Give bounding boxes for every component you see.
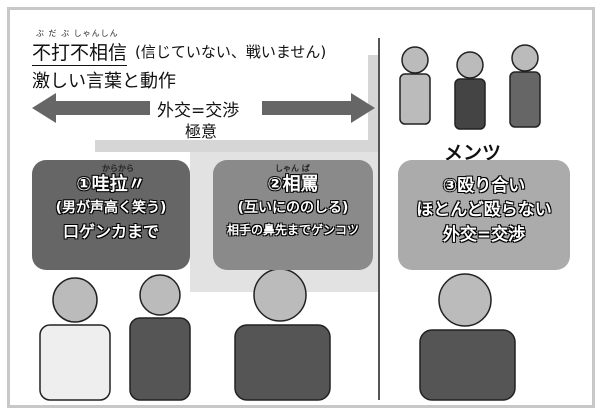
arrow-label: 外交=交渉 <box>157 101 240 121</box>
title-note: (信じていない、戦いません) <box>135 43 327 61</box>
box-1-line2: 口ゲンカまで <box>62 222 159 241</box>
people-box1-icon <box>39 274 191 401</box>
box-1-title: ①哇拉〃 <box>76 174 146 195</box>
people-top-right-icon <box>399 44 541 130</box>
box-3-title: ③殴り合い <box>442 176 526 196</box>
box-1: からから ①哇拉〃 (男が声高く笑う) 口ゲンカまで <box>32 160 190 270</box>
title-ruby: ぶ だ ぶ しゃんしん <box>36 29 119 38</box>
divider-line <box>378 38 380 400</box>
box-3-line2: 外交=交渉 <box>442 224 526 245</box>
box-2: しゃん ば ②相罵 (互いにののしる) 相手の鼻先までゲンコツ <box>213 160 373 270</box>
box-1-line1: (男が声高く笑う) <box>55 199 167 216</box>
gray-band-horizontal <box>95 140 380 152</box>
people-box3-icon <box>419 273 516 401</box>
arrow-sublabel: 極意 <box>185 122 218 141</box>
box-2-title: ②相罵 <box>267 174 319 195</box>
box-2-line1: (互いにののしる) <box>237 199 349 216</box>
mentsu-label: メンツ <box>444 142 502 164</box>
box-2-line2: 相手の鼻先までゲンコツ <box>226 223 359 237</box>
box-3: ③殴り合い ほとんど殴らない 外交=交渉 <box>398 160 570 270</box>
box-1-ruby: からから <box>102 164 134 173</box>
gray-band-vertical <box>368 55 380 150</box>
subtitle: 激しい言葉と動作 <box>32 71 176 92</box>
title: 不打不相信 <box>32 38 128 66</box>
box-3-line1: ほとんど殴らない <box>416 200 552 221</box>
box-2-ruby: しゃん ば <box>275 164 310 173</box>
people-box2-icon <box>234 268 331 401</box>
